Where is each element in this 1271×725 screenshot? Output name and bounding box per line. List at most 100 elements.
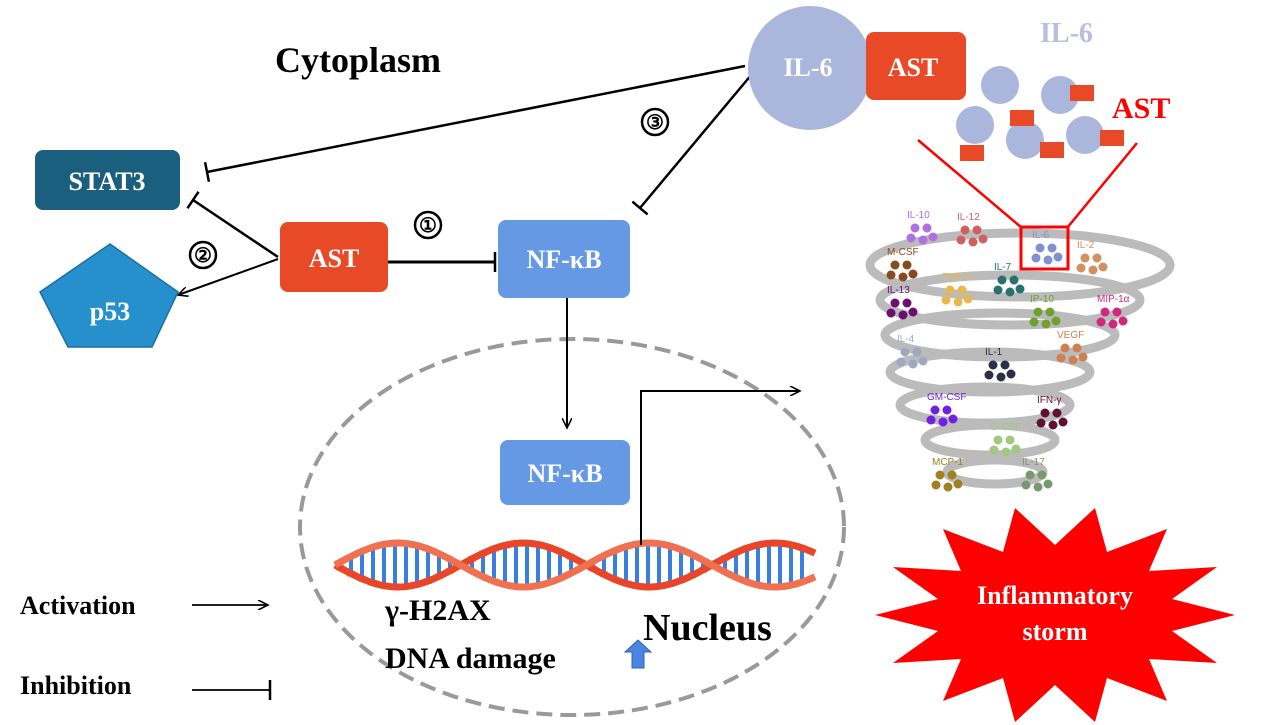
svg-text:Inflammatory: Inflammatory (977, 581, 1133, 610)
inflammatory-storm-burst: Inflammatory storm (875, 508, 1235, 722)
cytokine-dot (908, 359, 918, 369)
legend-activation-label: Activation (20, 591, 136, 620)
cytokine-dot (908, 307, 918, 317)
cytokine-dot (1051, 316, 1061, 326)
cytokine-dot (953, 479, 963, 489)
tornado-ring (885, 347, 1095, 397)
cytokine-label: IFN-γ (1037, 395, 1061, 406)
cytokine-dot (1045, 307, 1055, 317)
cytokine-label: IL-12 (957, 212, 980, 223)
cytokine-label: GM-CSF (927, 392, 966, 403)
cytokine-dot (902, 298, 912, 308)
cytokine-dot (941, 295, 951, 305)
cytokine-dot (1033, 482, 1043, 492)
cytokine-dot (978, 234, 988, 244)
svg-text:STAT3: STAT3 (68, 167, 145, 196)
legend-inhibition-label: Inhibition (20, 671, 132, 700)
ast-activates-p53 (178, 258, 279, 295)
cytokine-dot (898, 272, 908, 282)
ast-molecule (1100, 130, 1124, 146)
cytokine-dot (1048, 420, 1058, 430)
cytokine-dot (1098, 262, 1108, 272)
il6-molecule (981, 66, 1019, 104)
cytokine-dot (886, 308, 896, 318)
svg-text:p53: p53 (90, 297, 130, 326)
nfkb-cytoplasm-node: NF-κB (498, 220, 630, 298)
nfkb-nucleus-node: NF-κB (500, 440, 630, 505)
ast-molecule (1040, 142, 1064, 158)
cytokine-dot (1092, 253, 1102, 263)
cytokine-label: IL-10 (907, 210, 930, 221)
cytokine-dot (1040, 408, 1050, 418)
il6-molecule (1041, 76, 1079, 114)
cytokine-dot (906, 233, 916, 243)
cytokine-dot (912, 347, 922, 357)
cytokine-label: IL-17 (1022, 457, 1045, 468)
cytokine-dot (1096, 317, 1106, 327)
tornado-ring (920, 420, 1060, 460)
cytokine-label: G-CSF (990, 422, 1021, 433)
dna-strand (333, 539, 817, 591)
cytokine-dot (896, 357, 906, 367)
zoom-box (1019, 225, 1070, 271)
stat3-node: STAT3 (35, 150, 180, 210)
cytokine-label: IL-13 (887, 285, 910, 296)
ast-node: AST (280, 222, 388, 292)
cytokine-label: VEGF (1057, 330, 1084, 341)
dna-damage-label: DNA damage (385, 642, 556, 675)
cytokine-dot (1031, 253, 1041, 263)
cytokine-dot (963, 294, 973, 304)
cytokine-label: IL-1 (985, 347, 1003, 358)
cytokine-dot (902, 260, 912, 270)
zoom-il6-label: IL-6 (1040, 18, 1093, 49)
cytokine-dot (942, 405, 952, 415)
cytokine-dot (898, 310, 908, 320)
cytokine-dot (1025, 470, 1035, 480)
zoom-line-left (917, 139, 1023, 229)
cytokine-dot (1006, 369, 1016, 379)
svg-text:②: ② (194, 245, 212, 267)
cytokine-dot (989, 445, 999, 455)
cytokine-label: IL-2 (1077, 240, 1095, 251)
cytokine-dot (1000, 360, 1010, 370)
step-1: ① (413, 210, 443, 240)
cytokine-dot (1076, 263, 1086, 273)
cytokine-dot (947, 470, 957, 480)
cytokine-dot (1068, 355, 1078, 365)
cytokine-dot (930, 405, 940, 415)
cytokine-dot (1118, 316, 1128, 326)
dna-strand (333, 539, 817, 591)
step-2: ② (188, 240, 218, 270)
cytokine-dot (1112, 307, 1122, 317)
cytokine-dot (1015, 284, 1025, 294)
cytokine-dot (1072, 343, 1082, 353)
cytokine-label: IL-7 (994, 262, 1012, 273)
cytokine-dot (1036, 418, 1046, 428)
il6-molecule (1006, 121, 1044, 159)
cytokine-dot (988, 360, 998, 370)
cytokine-dot (1037, 470, 1047, 480)
cytokine-dot (1052, 408, 1062, 418)
cytokine-dot (1078, 352, 1088, 362)
cytokine-dot (1060, 343, 1070, 353)
cytokine-dot (1100, 307, 1110, 317)
cytokine-dot (918, 235, 928, 245)
cytokine-dot (1041, 319, 1051, 329)
cytokine-dot (968, 237, 978, 247)
cytokine-dot (928, 232, 938, 242)
cytokine-dot (1108, 319, 1118, 329)
cytokine-dot (1029, 317, 1039, 327)
cytokine-dot (926, 415, 936, 425)
nucleus-to-storm-arrow (640, 391, 800, 545)
cytokine-dot (1005, 435, 1015, 445)
tornado-ring (880, 308, 1120, 362)
cytokine-dot (948, 414, 958, 424)
ast-molecule (1070, 85, 1094, 101)
cytokine-dot (900, 347, 910, 357)
il6-ast-cluster-icon (956, 66, 1124, 161)
cytokine-dot (956, 235, 966, 245)
cytokine-dot (1005, 287, 1015, 297)
cytokine-dot (910, 223, 920, 233)
svg-text:AST: AST (888, 53, 939, 82)
il6-inhibits-stat3 (203, 64, 746, 183)
